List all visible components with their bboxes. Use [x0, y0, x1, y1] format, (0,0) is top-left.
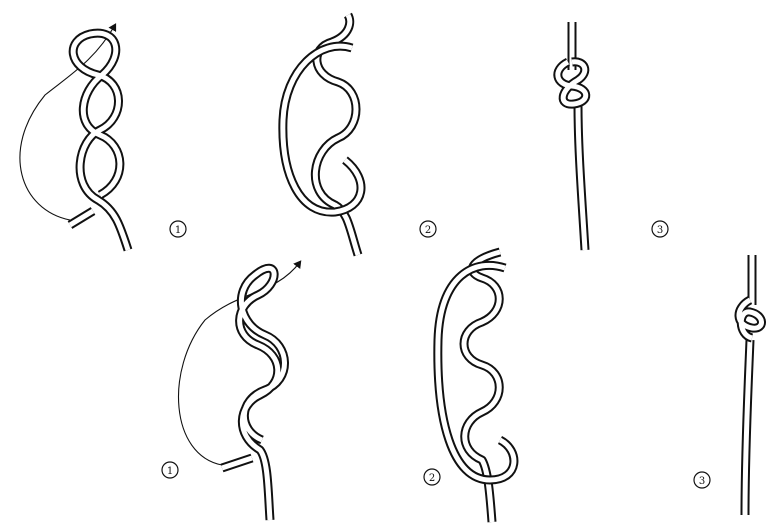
step-number-label: 2: [425, 225, 431, 236]
step-number-label: 1: [175, 225, 181, 236]
bottom-knot-step-2: 2: [424, 252, 514, 522]
step-number-badge: 3: [652, 221, 668, 237]
step-number-label: 3: [699, 476, 705, 487]
bottom-knot-step-3: 3: [694, 255, 762, 515]
bottom-knot-step-1: 1: [162, 262, 300, 520]
rope-fill: [240, 268, 285, 520]
step-number-badge: 1: [170, 221, 186, 237]
step-number-badge: 2: [420, 221, 436, 237]
step-number-badge: 3: [694, 472, 710, 488]
top-knot-step-2: 2: [283, 15, 436, 255]
step-number-label: 1: [167, 466, 173, 477]
step-number-label: 2: [429, 473, 435, 484]
step-number-badge: 2: [424, 469, 440, 485]
top-knot-step-1: 1: [20, 25, 186, 250]
step-number-badge: 1: [162, 462, 178, 478]
step-number-label: 3: [657, 225, 663, 236]
top-knot-step-3: 3: [558, 22, 668, 250]
